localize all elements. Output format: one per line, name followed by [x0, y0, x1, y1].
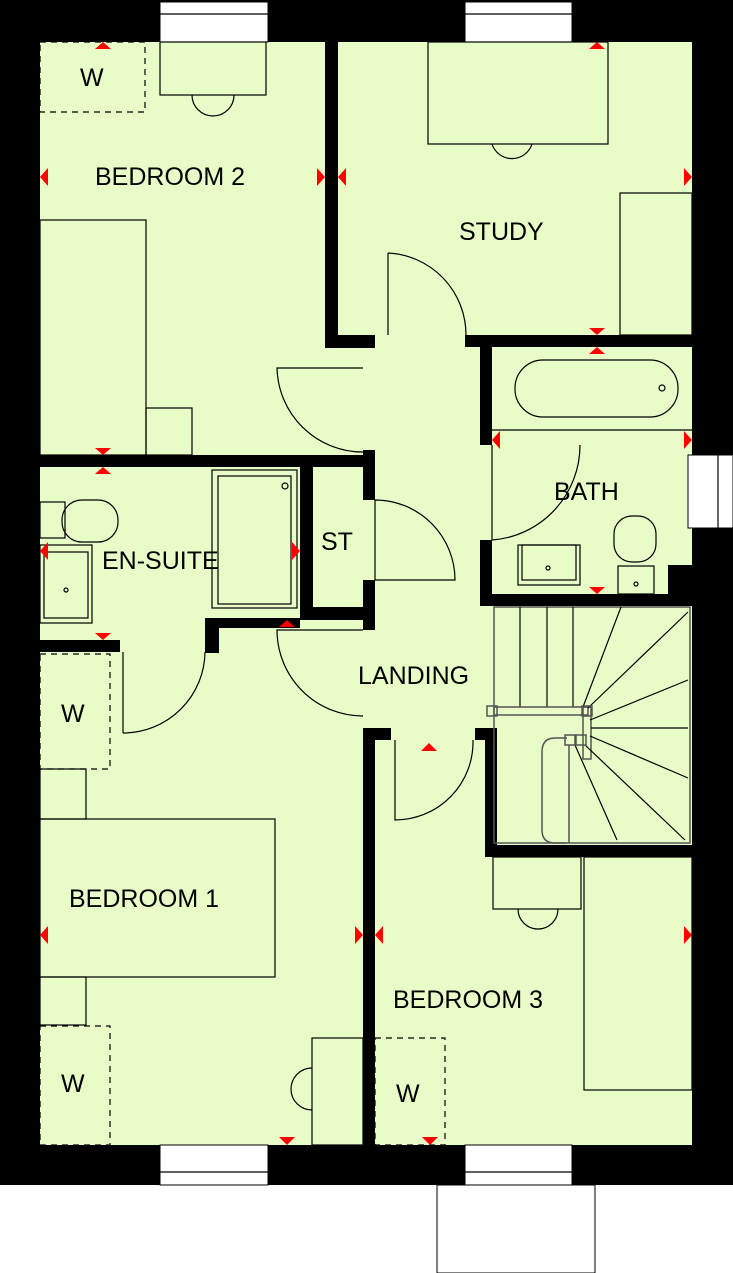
- room-label-bedroom-3: BEDROOM 3: [393, 986, 543, 1014]
- door-swings: [122, 252, 581, 821]
- furniture: [39, 41, 693, 1146]
- wardrobe-label: W: [80, 64, 104, 92]
- balcony: [436, 1184, 596, 1273]
- room-label-landing: LANDING: [358, 662, 469, 690]
- windows: [159, 1, 733, 1186]
- room-label-bedroom-1: BEDROOM 1: [69, 885, 219, 913]
- room-label-bedroom-2: BEDROOM 2: [95, 163, 245, 191]
- room-label-store: ST: [321, 528, 353, 556]
- wardrobe-label: W: [396, 1080, 420, 1108]
- room-label-en-suite: EN-SUITE: [102, 547, 219, 575]
- room-label-bath: BATH: [554, 478, 619, 506]
- staircase[interactable]: [486, 606, 691, 844]
- room-label-study: STUDY: [459, 218, 544, 246]
- wardrobe-label: W: [61, 700, 85, 728]
- dimension-markers: [40, 42, 692, 1145]
- interior-walls: [40, 42, 692, 1145]
- wardrobe-label: W: [61, 1070, 85, 1098]
